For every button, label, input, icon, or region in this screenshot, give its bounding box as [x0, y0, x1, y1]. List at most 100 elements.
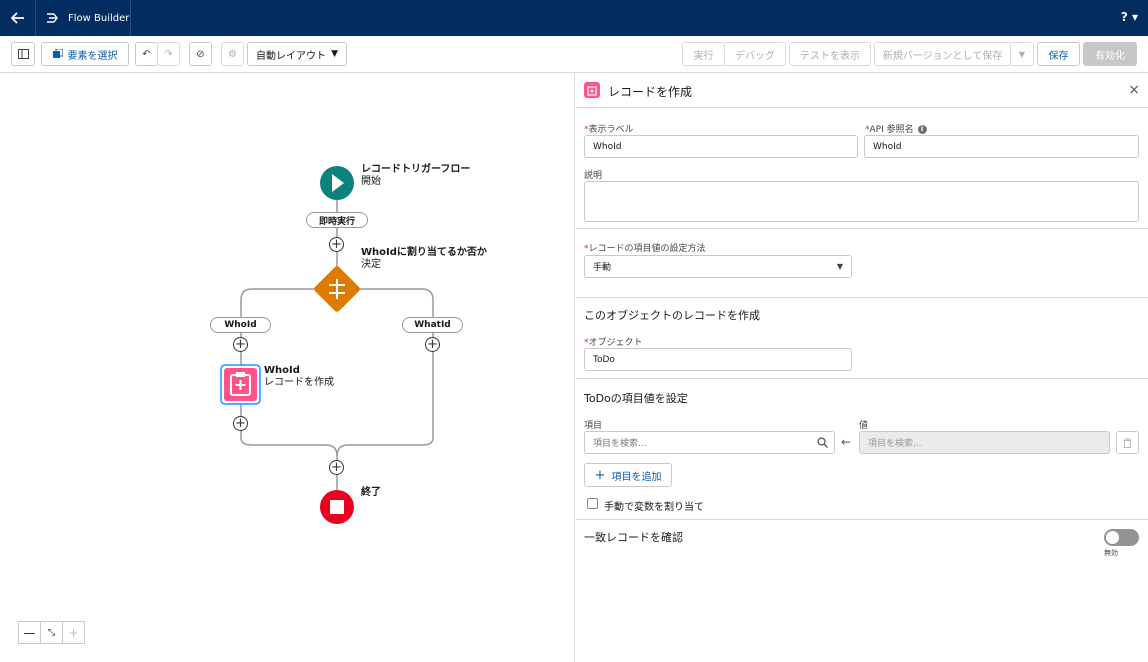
decision-subtitle: 決定: [361, 259, 381, 270]
fields-section-heading: ToDoの項目値を設定: [584, 392, 688, 405]
help-menu[interactable]: ? ▾: [1120, 10, 1138, 24]
view-tests-label: テストを表示: [800, 50, 860, 62]
save-button[interactable]: 保存: [1037, 42, 1080, 66]
layout-select[interactable]: 自動レイアウト ▼: [247, 42, 347, 66]
settings-button[interactable]: ⚙: [221, 42, 244, 66]
add-element-button[interactable]: +: [233, 416, 248, 431]
app-brand: Flow Builder: [37, 0, 131, 36]
activate-button[interactable]: 有効化: [1083, 42, 1137, 66]
trash-icon: [1123, 437, 1132, 448]
object-label: *オブジェクト: [584, 338, 643, 348]
manual-vars-label: 手動で変数を割り当て: [604, 502, 704, 513]
activate-label: 有効化: [1095, 50, 1125, 62]
add-element-button[interactable]: +: [329, 460, 344, 475]
undo-icon: ↶: [142, 48, 151, 60]
zoom-in-button[interactable]: +: [62, 621, 85, 644]
undo-button[interactable]: ↶: [135, 42, 158, 66]
start-title: レコードトリガーフロー: [361, 164, 471, 175]
panel-title: レコードを作成: [608, 85, 693, 99]
fit-view-button[interactable]: ⤡: [40, 621, 63, 644]
api-name-input[interactable]: WhoId: [864, 135, 1139, 158]
debug-button[interactable]: デバッグ: [724, 42, 786, 66]
back-button[interactable]: [0, 0, 36, 36]
end-title: 終了: [361, 487, 381, 498]
immediate-path-pill[interactable]: 即時実行: [306, 212, 368, 228]
plus-icon: +: [427, 337, 438, 352]
branch-whatid-pill[interactable]: WhatId: [402, 317, 463, 333]
toggle-knob: [1106, 531, 1119, 544]
toggle-state-label: 無効: [1104, 549, 1118, 557]
top-bar: Flow Builder ? ▾: [0, 0, 1148, 36]
sidebar-icon: [17, 49, 29, 59]
add-element-button[interactable]: +: [425, 337, 440, 352]
divider: [576, 228, 1148, 229]
save-as-new-version-label: 新規バージョンとして保存: [882, 50, 1003, 62]
label-value: WhoId: [593, 141, 622, 152]
field-search-input[interactable]: 項目を検索...: [584, 431, 835, 454]
start-subtitle: 開始: [361, 176, 381, 187]
chevron-down-icon: ▼: [836, 262, 843, 271]
flow-canvas[interactable]: レコードトリガーフロー 開始 即時実行 + WhoIdに割り当てるか否か 決定 …: [0, 73, 575, 662]
info-icon[interactable]: i: [917, 125, 927, 134]
create-subtitle: レコードを作成: [264, 377, 334, 388]
branch-whoid-pill[interactable]: WhoId: [210, 317, 271, 333]
branch-whatid-label: WhatId: [414, 320, 451, 330]
create-record-icon: [230, 372, 251, 396]
value-search-input[interactable]: 項目を検索...: [859, 431, 1110, 454]
toggle-panel-button[interactable]: [11, 42, 35, 66]
object-value: ToDo: [593, 354, 615, 365]
divider: [576, 519, 1148, 520]
help-label: ?: [1120, 10, 1128, 24]
decision-node-label: WhoIdに割り当てるか否か 決定: [361, 247, 487, 271]
set-values-value: 手動: [593, 263, 612, 273]
object-input[interactable]: ToDo: [584, 348, 852, 371]
field-column-label: 項目: [584, 421, 603, 431]
add-element-button[interactable]: +: [329, 237, 344, 252]
stop-icon: [330, 500, 344, 514]
match-section-heading: 一致レコードを確認: [584, 531, 683, 544]
layout-label: 自動レイアウト: [256, 50, 326, 62]
plus-icon: +: [331, 460, 342, 475]
description-label: 説明: [584, 171, 603, 181]
select-elements-button[interactable]: 要素を選択: [41, 42, 129, 66]
api-name-value: WhoId: [873, 141, 902, 152]
add-element-button[interactable]: +: [233, 337, 248, 352]
object-section-heading: このオブジェクトのレコードを作成: [584, 309, 760, 322]
select-icon: [52, 49, 63, 58]
description-textarea[interactable]: [584, 181, 1139, 222]
save-label: 保存: [1048, 50, 1069, 62]
decision-node[interactable]: [313, 265, 361, 313]
set-values-label: *レコードの項目値の設定方法: [584, 244, 706, 254]
cancel-button[interactable]: ⊘: [189, 42, 212, 66]
close-button[interactable]: ×: [1128, 82, 1140, 98]
run-label: 実行: [693, 50, 714, 62]
save-menu-button[interactable]: ▼: [1010, 42, 1034, 66]
view-tests-button[interactable]: テストを表示: [789, 42, 871, 66]
arrow-left-icon: [10, 12, 24, 24]
immediate-label: 即時実行: [318, 216, 355, 227]
delete-row-button[interactable]: [1116, 431, 1139, 454]
create-record-icon: [584, 82, 600, 98]
save-as-new-version-button[interactable]: 新規バージョンとして保存: [874, 42, 1011, 66]
create-title: WhoId: [264, 365, 300, 376]
set-values-select[interactable]: 手動 ▼: [584, 255, 852, 278]
label-input[interactable]: WhoId: [584, 135, 858, 158]
close-icon: ×: [1128, 82, 1140, 98]
match-toggle[interactable]: [1104, 529, 1139, 546]
value-search-placeholder: 項目を検索...: [868, 439, 922, 449]
manual-vars-checkbox[interactable]: [587, 498, 598, 509]
debug-label: デバッグ: [735, 50, 775, 62]
gear-icon: ⚙: [228, 48, 237, 60]
label-field-label: *表示ラベル: [584, 125, 634, 135]
zoom-out-button[interactable]: —: [18, 621, 41, 644]
flow-icon: [47, 13, 58, 23]
decision-icon: [329, 279, 345, 299]
redo-button[interactable]: ↷: [157, 42, 180, 66]
minus-icon: —: [23, 625, 36, 640]
run-button[interactable]: 実行: [682, 42, 725, 66]
add-field-button[interactable]: + 項目を追加: [584, 463, 672, 487]
add-field-label: 項目を追加: [611, 471, 662, 483]
ban-icon: ⊘: [196, 48, 205, 60]
start-node-label: レコードトリガーフロー 開始: [361, 164, 470, 188]
